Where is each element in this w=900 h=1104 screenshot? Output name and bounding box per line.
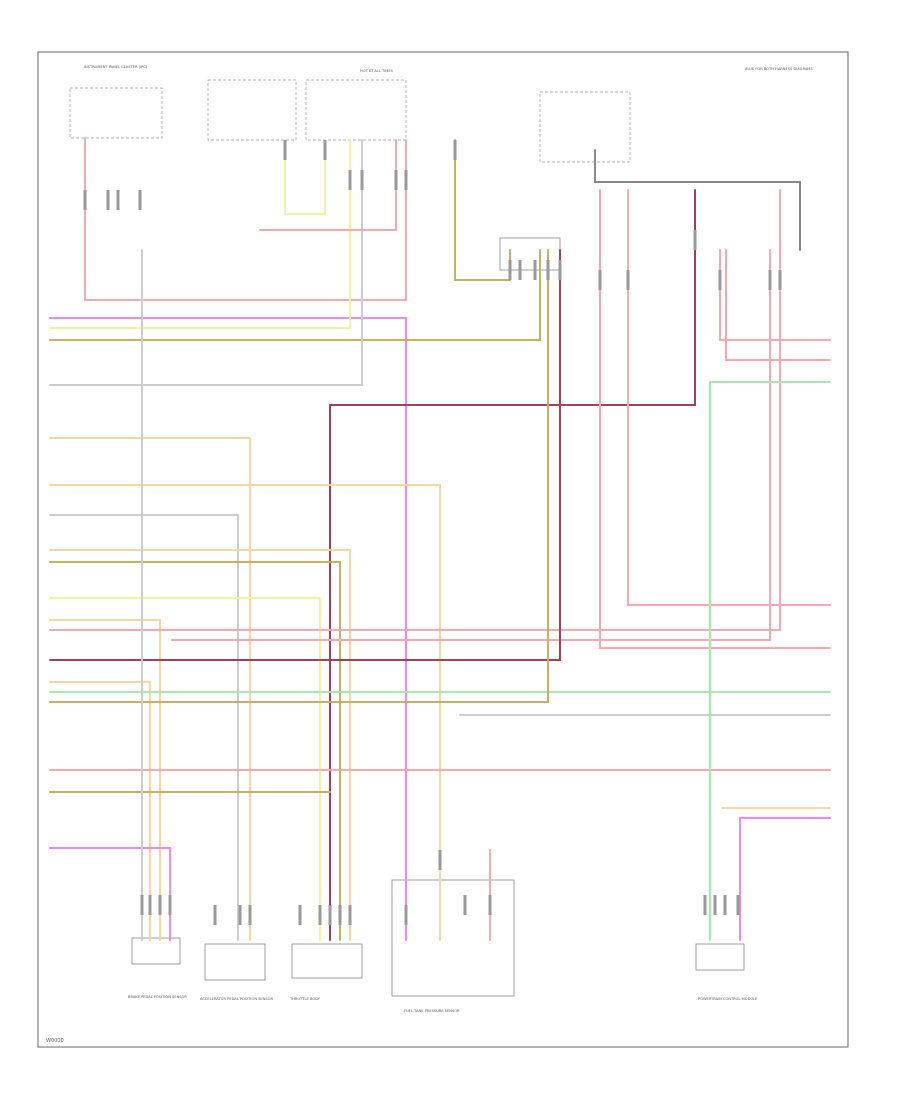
throttle-body-box (291, 943, 363, 979)
wire-layer (49, 137, 831, 941)
wire-pink-33 (259, 139, 397, 231)
connector-6 (348, 170, 352, 190)
top-right-note: BLUE FOR BOTH HARNESS DIAGRAMS (745, 67, 813, 71)
connector-17 (626, 270, 630, 290)
connector-15 (558, 260, 562, 280)
connector-19 (718, 270, 722, 290)
connector-34 (404, 905, 408, 925)
connector-27 (238, 905, 242, 925)
connector-layer (83, 140, 782, 925)
connector-1 (106, 190, 110, 210)
connector-32 (338, 905, 342, 925)
connector-35 (438, 850, 442, 870)
connector-8 (394, 170, 398, 190)
connector-30 (318, 905, 322, 925)
wire-pink-24 (599, 189, 831, 649)
wire-black-36 (594, 149, 801, 251)
bottom-label-4: POWERTRAIN CONTROL MODULE (698, 997, 758, 1001)
connector-20 (768, 270, 772, 290)
wire-magenta-23 (49, 847, 171, 941)
wire-pink-26 (719, 249, 831, 341)
connector-23 (148, 895, 152, 915)
connector-3 (138, 190, 142, 210)
connector-33 (348, 905, 352, 925)
wire-yellow-2 (49, 139, 351, 329)
bottom-label-1: ACCELERATOR PEDAL POSITION SENSOR (200, 997, 273, 1001)
fuel-tank-box (391, 879, 515, 997)
connector-0 (83, 190, 87, 210)
wire-orange-13 (49, 619, 161, 941)
app-sensor-box (204, 943, 266, 981)
relay-box (539, 91, 631, 163)
connector-36 (463, 895, 467, 915)
wire-yellow-34 (284, 139, 326, 215)
wire-pink-27 (725, 249, 831, 361)
pcm-box (695, 943, 745, 971)
connector-4 (283, 140, 287, 160)
connector-24 (158, 895, 162, 915)
wire-orange-7 (49, 437, 251, 941)
diagram-frame (37, 51, 849, 1048)
connector-2 (116, 190, 120, 210)
connector-39 (713, 895, 717, 915)
wire-orange-17 (49, 681, 151, 941)
connector-21 (778, 270, 782, 290)
connector-38 (703, 895, 707, 915)
wire-darkred-16 (49, 249, 561, 661)
wire-pink-15 (171, 249, 771, 641)
wire-magenta-1 (49, 317, 407, 941)
connector-28 (248, 905, 252, 925)
wire-pink-14 (49, 189, 781, 631)
wire-olive-11 (49, 561, 341, 941)
wire-olive-3 (49, 249, 541, 341)
bottom-label-3: FUEL TANK PRESSURE SENSOR (404, 1009, 460, 1013)
ipc-label: INSTRUMENT PANEL CLUSTER (IPC) (84, 65, 148, 69)
wire-orange-10 (49, 549, 351, 941)
connector-40 (723, 895, 727, 915)
wire-yellow-12 (49, 597, 321, 941)
wire-olive-35 (454, 139, 511, 281)
connector-12 (518, 260, 522, 280)
brake-sensor-box (131, 937, 181, 965)
connector-41 (736, 895, 740, 915)
connector-31 (328, 905, 332, 925)
wire-pink-0 (84, 137, 407, 301)
ignition-switch-box (207, 79, 297, 141)
connector-7 (360, 170, 364, 190)
footer-code: W0000 (46, 1038, 64, 1044)
fuse-block-label: HOT AT ALL TIMES (360, 69, 394, 73)
connector-9 (404, 170, 408, 190)
fuse-block-box (305, 79, 407, 141)
wire-gray-9 (49, 514, 239, 941)
wire-gray-4 (49, 139, 363, 386)
connector-26 (213, 905, 217, 925)
wire-orange-8 (49, 484, 441, 941)
connector-5 (323, 140, 327, 160)
ipc-component-box (69, 87, 163, 139)
connector-25 (168, 895, 172, 915)
bottom-label-2: THROTTLE BODY (289, 997, 321, 1001)
bottom-label-0: BRAKE PEDAL POSITION SENSOR (128, 995, 187, 999)
connector-13 (533, 260, 537, 280)
connector-10 (453, 140, 457, 160)
connector-11 (508, 260, 512, 280)
connector-37 (488, 895, 492, 915)
wire-olive-19 (49, 249, 549, 703)
wire-pink-25 (627, 189, 831, 606)
connector-29 (298, 905, 302, 925)
connector-18 (693, 230, 697, 250)
wire-darkred-5 (329, 189, 696, 406)
connector-16 (598, 270, 602, 290)
connector-14 (546, 260, 550, 280)
connector-22 (140, 895, 144, 915)
